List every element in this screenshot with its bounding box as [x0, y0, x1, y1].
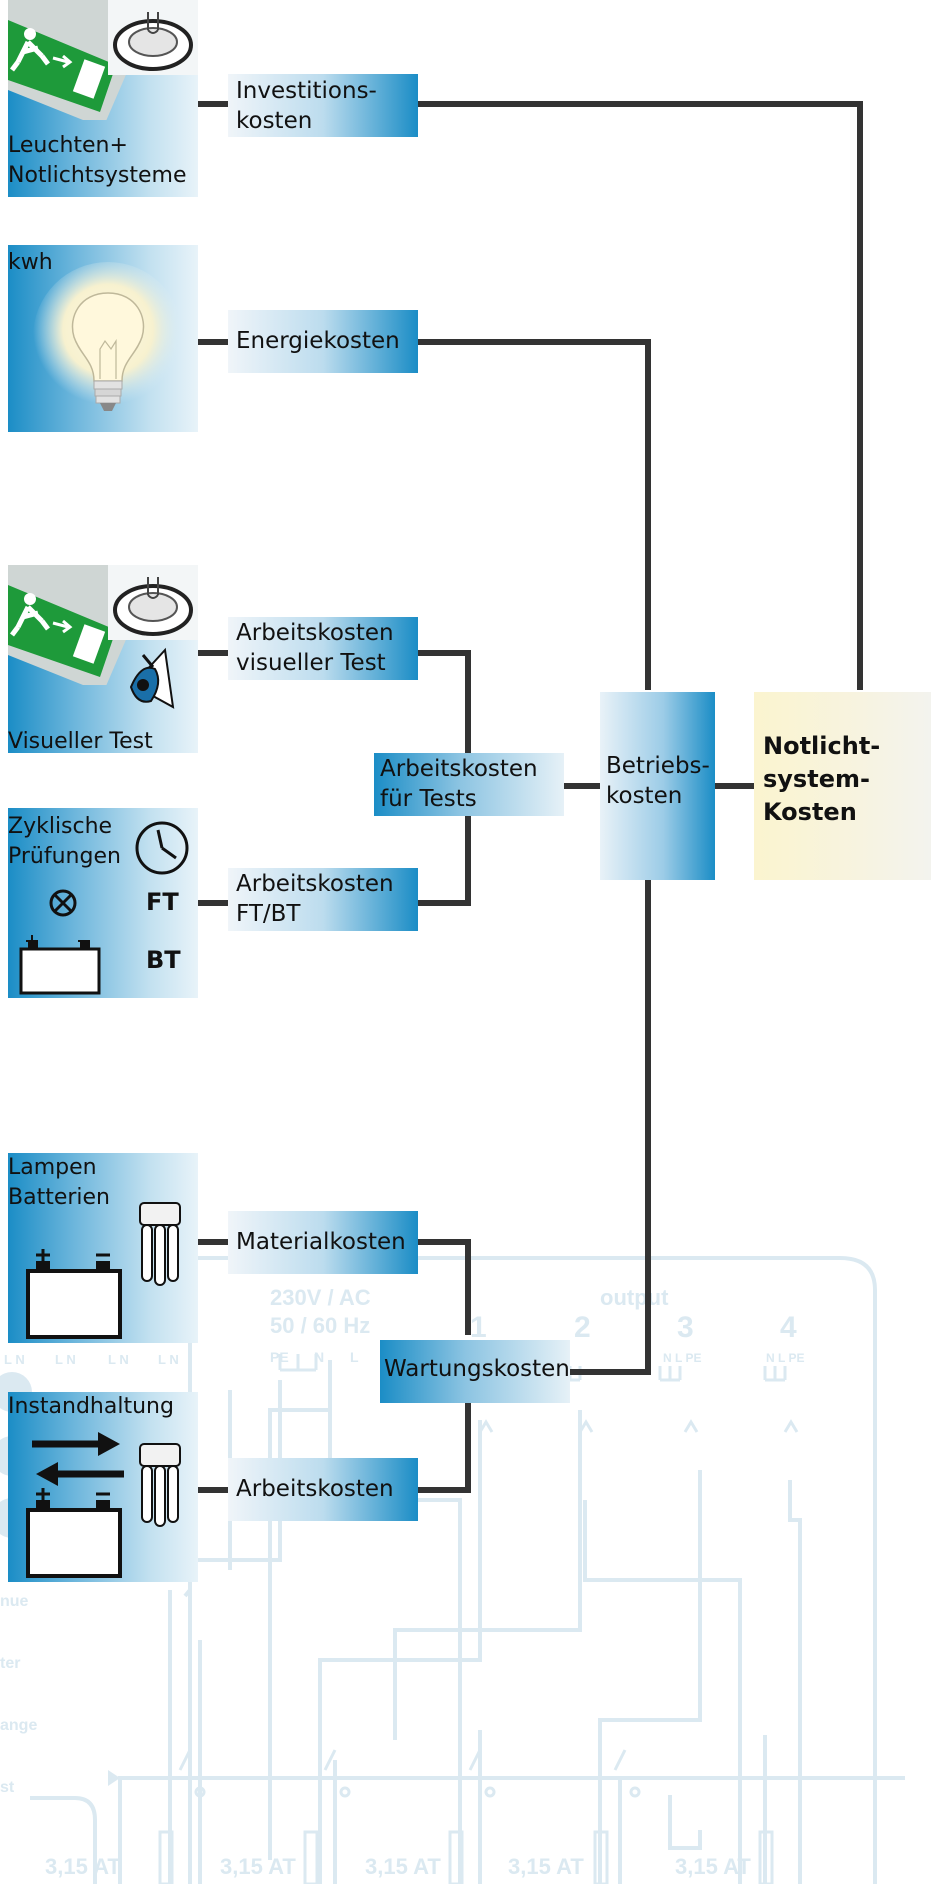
channel-3-terminals: N L PE: [663, 1351, 701, 1365]
channel-4: 4: [780, 1311, 797, 1344]
cfl-lamp-icon: [139, 1202, 181, 1286]
terminal-pe: PE: [270, 1349, 289, 1365]
exchange-arrows-icon: [32, 1432, 124, 1486]
lamp-symbol-icon: [49, 889, 77, 917]
battery-icon-2: [26, 1249, 122, 1339]
channel-3: 3: [677, 1311, 694, 1344]
bt-label: BT: [146, 946, 181, 974]
tile-visual-test: Visueller Test: [8, 565, 198, 754]
battery-icon-3: [26, 1488, 122, 1578]
tile-luminaires: Leuchten+ Notlichtsysteme: [8, 0, 198, 197]
labor-tests-box: Arbeitskosten für Tests: [374, 753, 564, 816]
voltage-text: 230V / AC: [270, 1285, 371, 1310]
material-cost-box: Materialkosten: [228, 1211, 418, 1274]
fuse-3: 3,15 AT: [365, 1854, 441, 1879]
output-text: output: [600, 1285, 669, 1310]
clock-icon: [135, 821, 189, 875]
investment-cost-box: Investitions- kosten: [228, 74, 418, 137]
side-label-2: ter: [0, 1655, 20, 1672]
labor-cost-box: Arbeitskosten: [228, 1458, 418, 1521]
total-cost-box: Notlicht- system- Kosten: [754, 692, 931, 880]
channel-1: 1: [470, 1311, 487, 1344]
visual-test-label: Visueller Test: [8, 729, 153, 754]
exit-sign-icon-2: [8, 565, 128, 685]
input-terminals-2: L N: [55, 1352, 76, 1367]
exit-sign-icon: [8, 0, 128, 120]
fuse-5: 3,15 AT: [675, 1854, 751, 1879]
side-label-3: ange: [0, 1717, 37, 1734]
operating-cost-box: Betriebs- kosten: [600, 692, 715, 880]
channel-4-terminals: N L PE: [766, 1351, 804, 1365]
ceiling-luminaire-icon: [108, 0, 198, 75]
light-bulb-icon: [33, 262, 183, 412]
labor-visual-test-box: Arbeitskosten visueller Test: [228, 617, 418, 680]
ft-label: FT: [146, 888, 179, 916]
fuse-4: 3,15 AT: [508, 1854, 584, 1879]
kwh-label: kwh: [8, 250, 53, 275]
frequency-text: 50 / 60 Hz: [270, 1313, 370, 1338]
luminaires-label: Leuchten+ Notlichtsysteme: [8, 133, 187, 188]
tile-lamps-batteries: Lampen Batterien: [8, 1153, 198, 1343]
channel-2: 2: [574, 1311, 591, 1344]
eye-icon: [129, 647, 175, 709]
ceiling-luminaire-icon-2: [108, 565, 198, 640]
tile-maintenance: Instandhaltung: [8, 1392, 198, 1582]
labor-ftbt-box: Arbeitskosten FT/BT: [228, 868, 418, 931]
input-terminals-3: L N: [108, 1352, 129, 1367]
tile-energy: kwh: [8, 245, 198, 432]
terminal-l: L: [350, 1349, 359, 1365]
side-label-4: st: [0, 1779, 15, 1796]
lamps-batteries-label: Lampen Batterien: [8, 1155, 110, 1210]
cfl-lamp-icon-2: [139, 1443, 181, 1527]
battery-icon: [19, 935, 101, 995]
input-terminals-4: L N: [158, 1352, 179, 1367]
energy-cost-box: Energiekosten: [228, 310, 418, 373]
maintenance-label: Instandhaltung: [8, 1394, 174, 1419]
maintenance-cost-box: Wartungskosten: [380, 1340, 570, 1403]
terminal-n: N: [314, 1349, 324, 1365]
input-terminals-1: L N: [4, 1352, 25, 1367]
fuse-1: 3,15 AT: [45, 1854, 121, 1879]
tile-cyclic-tests: Zyklische Prüfungen FT BT: [8, 808, 198, 998]
cyclic-tests-label: Zyklische Prüfungen: [8, 814, 121, 869]
fuse-2: 3,15 AT: [220, 1854, 296, 1879]
side-label-1: nue: [0, 1593, 29, 1610]
